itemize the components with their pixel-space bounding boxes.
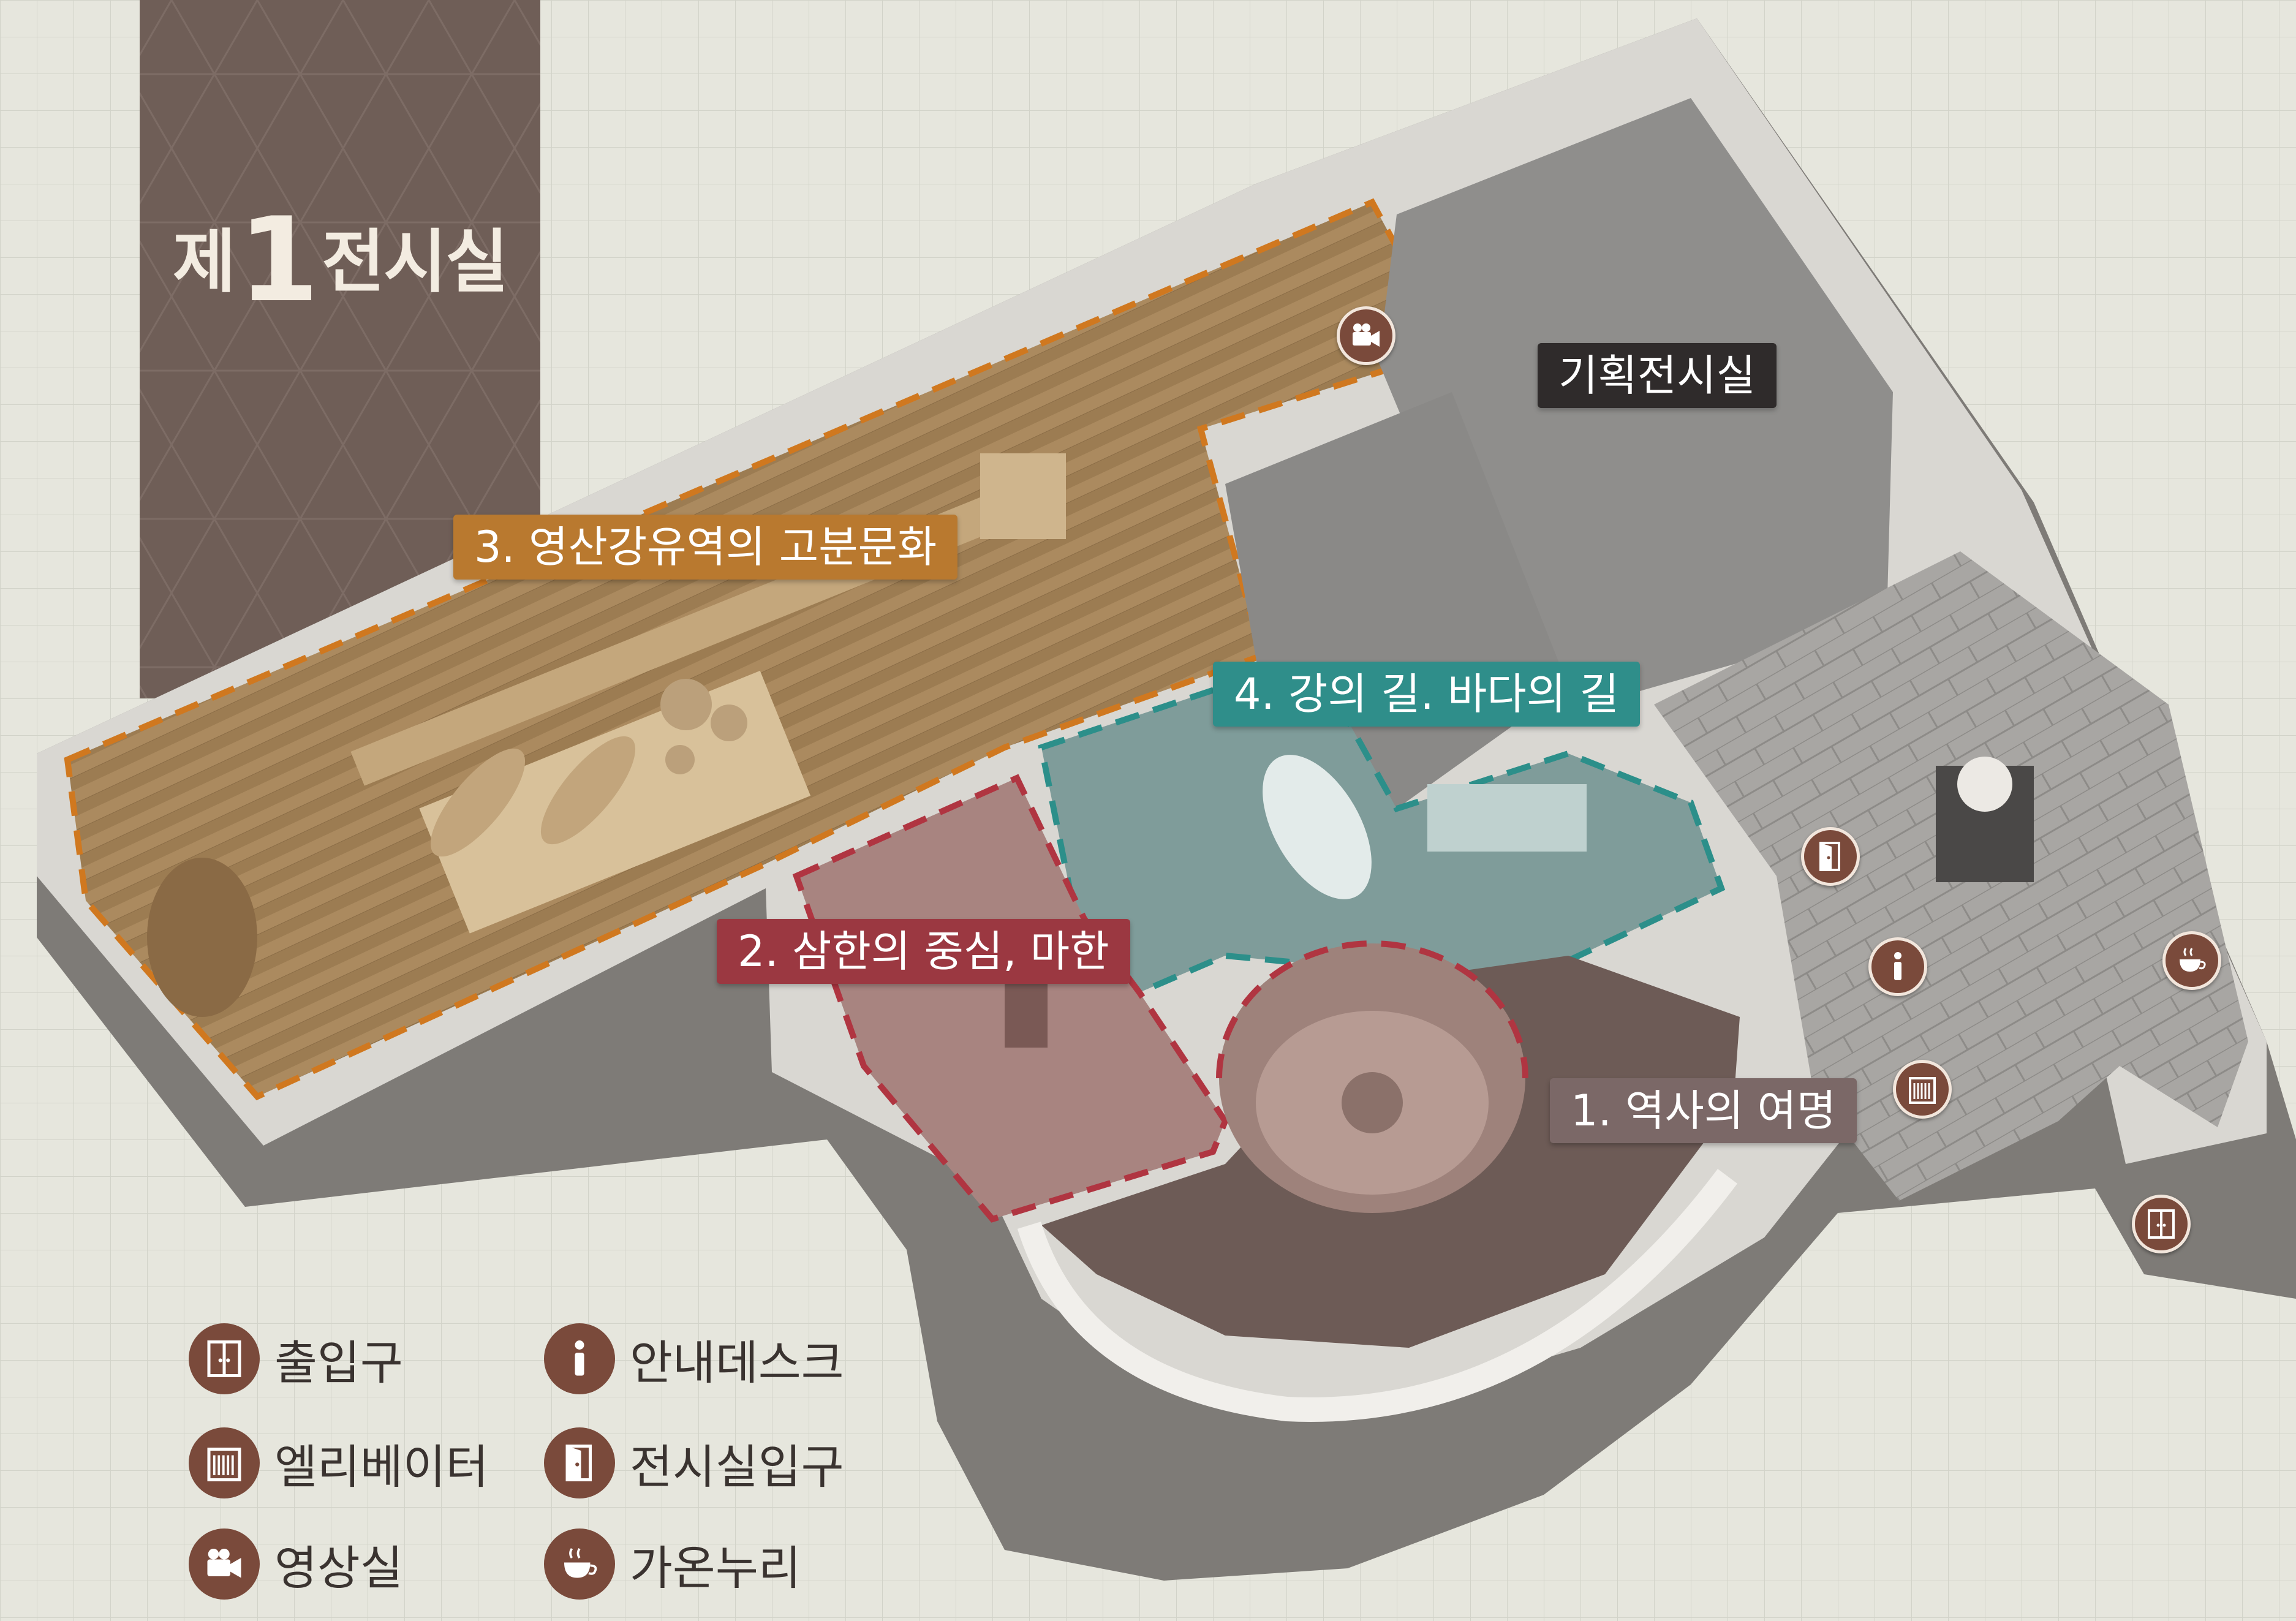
- exhibit-entrance-icon: [544, 1427, 615, 1498]
- zone-label-zone4[interactable]: 4. 강의 길. 바다의 길: [1213, 662, 1640, 727]
- legend-item-cafe: 가온누리: [544, 1528, 801, 1600]
- zone4-boat-model: [1263, 755, 1372, 899]
- legend-label: 영상실: [274, 1541, 403, 1595]
- legend-item-video-room: 영상실: [189, 1528, 403, 1600]
- entrance-icon: [189, 1323, 260, 1394]
- legend-label: 안내데스크: [630, 1336, 844, 1390]
- legend-item-info-desk: 안내데스크: [544, 1323, 844, 1394]
- legend-item-entrance: 출입구: [189, 1323, 403, 1394]
- info-desk-icon[interactable]: [1868, 937, 1927, 996]
- zone3-display-table: [419, 670, 811, 934]
- zone4-floor: [1041, 680, 1721, 992]
- zone-label-zone3[interactable]: 3. 영산강유역의 고분문화: [453, 515, 958, 580]
- legend-item-exhibit-entrance: 전시실입구: [544, 1427, 844, 1498]
- cafe-icon[interactable]: [2162, 931, 2221, 990]
- title-prefix: 제: [172, 222, 236, 302]
- exhibit-entrance-icon[interactable]: [1801, 827, 1860, 886]
- title-suffix: 전시실: [322, 222, 508, 302]
- legend-label: 가온누리: [630, 1541, 801, 1595]
- video-room-icon: [189, 1528, 260, 1600]
- title-number: 1: [238, 192, 319, 328]
- zone3-boat: [147, 858, 257, 1017]
- legend-label: 전시실입구: [630, 1440, 844, 1494]
- zone-label-zone2[interactable]: 2. 삼한의 중심, 마한: [717, 919, 1130, 984]
- legend-item-elevator: 엘리베이터: [189, 1427, 489, 1498]
- zone-label-zone1[interactable]: 1. 역사의 여명: [1550, 1078, 1857, 1143]
- zone3-floor: [67, 202, 1452, 1097]
- cafe-icon: [544, 1528, 615, 1600]
- entrance-icon[interactable]: [2132, 1195, 2191, 1253]
- title-panel-text: 제1전시실: [140, 0, 540, 698]
- elevator-icon[interactable]: [1893, 1060, 1952, 1119]
- page-title: 제1전시실: [172, 202, 508, 319]
- zone3-box: [980, 453, 1066, 539]
- legend-label: 출입구: [274, 1336, 403, 1390]
- elevator-icon: [189, 1427, 260, 1498]
- video-room-icon[interactable]: [1337, 306, 1395, 365]
- legend-label: 엘리베이터: [274, 1440, 489, 1494]
- zone-label-planning[interactable]: 기획전시실: [1538, 343, 1777, 408]
- info-desk-icon: [544, 1323, 615, 1394]
